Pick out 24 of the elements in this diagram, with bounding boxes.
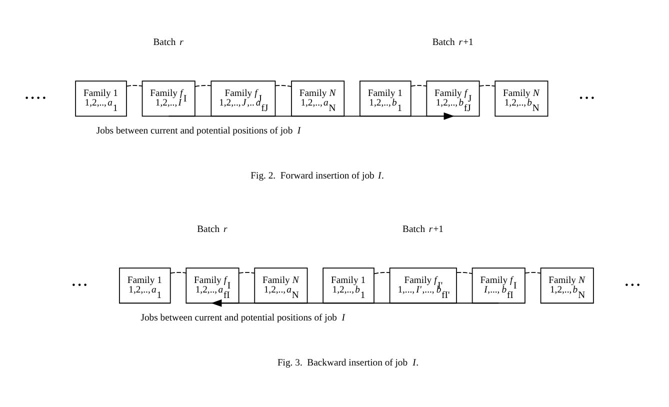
- edge-label: Jobs between current and potential positions of job I: [140, 312, 345, 324]
- label: Batch r+1: [432, 36, 474, 48]
- connector: [524, 272, 541, 274]
- label: Batch r: [197, 224, 228, 235]
- connector: [410, 85, 427, 87]
- label: • • •: [579, 93, 594, 104]
- label: Batch r+1: [402, 224, 444, 235]
- arrow: [168, 112, 454, 120]
- connector: [170, 272, 186, 274]
- label: • • •: [625, 280, 640, 292]
- connector: [194, 85, 212, 87]
- connector: [238, 272, 255, 274]
- label: Fig. 3. Backward insertion of job I.: [277, 357, 419, 368]
- label: • • •: [72, 280, 88, 292]
- connector: [274, 85, 292, 87]
- label: Fig. 2. Forward insertion of job I.: [250, 170, 384, 182]
- label: • • • •: [25, 93, 46, 104]
- connector: [126, 85, 142, 87]
- connector: [456, 272, 473, 274]
- connector: [374, 272, 390, 274]
- connector: [479, 85, 496, 87]
- edge-label: Jobs between current and potential positions of job I: [96, 126, 301, 137]
- label: Batch r: [153, 36, 184, 48]
- arrow: [211, 299, 500, 307]
